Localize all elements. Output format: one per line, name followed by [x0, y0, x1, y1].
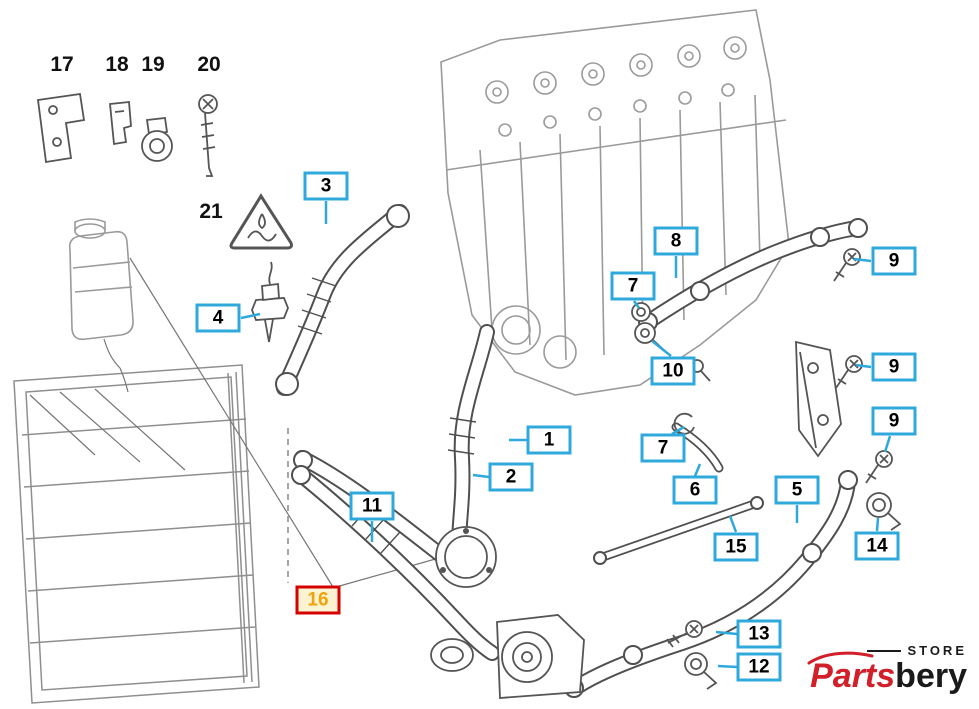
- clamp-part-12: [684, 652, 718, 690]
- radiator: [13, 364, 260, 704]
- expansion-tank: [68, 218, 134, 393]
- coolant-hoses: [275, 204, 868, 698]
- callout-15[interactable]: 15: [713, 532, 759, 562]
- circlip-part-7-lower: [673, 412, 695, 435]
- part-number-18: 18: [105, 53, 129, 76]
- part-number-20: 20: [197, 53, 221, 76]
- screw-part-9-bottom: [865, 450, 893, 484]
- connector-part-7-upper: [631, 302, 651, 322]
- grommet-part-19: [141, 117, 173, 162]
- callout-10[interactable]: 10: [650, 356, 696, 386]
- callout-8[interactable]: 8: [653, 226, 699, 256]
- callout-16-highlighted[interactable]: 16: [295, 585, 341, 615]
- temperature-sensor-part-4: [251, 261, 289, 343]
- water-pump: [430, 614, 585, 699]
- callout-14[interactable]: 14: [854, 531, 900, 561]
- brand-bery: bery: [895, 657, 967, 695]
- partsbery-logo: STORE Partsbery: [807, 643, 967, 695]
- callout-7-2[interactable]: 7: [640, 433, 686, 463]
- screw-part-9-top: [833, 248, 861, 282]
- bracket-part-17: [36, 92, 86, 164]
- screw-part-9-middle: [835, 355, 863, 389]
- callout-5[interactable]: 5: [774, 475, 820, 505]
- callout-9-3[interactable]: 9: [871, 406, 917, 436]
- callout-9[interactable]: 9: [871, 246, 917, 276]
- callout-12[interactable]: 12: [736, 652, 782, 682]
- store-line: [867, 649, 902, 652]
- callout-9-2[interactable]: 9: [871, 352, 917, 382]
- callout-7[interactable]: 7: [610, 271, 656, 301]
- stay-bracket: [795, 340, 842, 458]
- brand-swoosh: [807, 651, 874, 665]
- screw-part-20: [198, 94, 218, 177]
- store-wordmark: STORE: [810, 643, 967, 658]
- brand-parts: Parts: [810, 657, 896, 695]
- callout-13[interactable]: 13: [736, 619, 782, 649]
- callout-6[interactable]: 6: [672, 475, 718, 505]
- callout-11[interactable]: 11: [349, 491, 395, 521]
- callout-1[interactable]: 1: [526, 425, 572, 455]
- callout-3[interactable]: 3: [303, 171, 349, 201]
- callout-leader-lines: [240, 201, 892, 669]
- callout-2[interactable]: 2: [488, 462, 534, 492]
- bolt-part-13: [666, 620, 703, 648]
- highlight-pointer-line: [335, 555, 447, 588]
- store-text: STORE: [907, 643, 967, 658]
- brand-wordmark: Partsbery: [807, 651, 967, 695]
- clamp-part-14: [866, 492, 902, 531]
- callout-4[interactable]: 4: [195, 303, 241, 333]
- clip-part-18: [109, 101, 132, 146]
- warning-triangle-part-21: [229, 193, 293, 250]
- thermostat-housing: [435, 526, 497, 588]
- pointer-line: [129, 257, 334, 588]
- part-number-21: 21: [199, 200, 223, 223]
- part-number-17: 17: [50, 53, 74, 76]
- part-number-19: 19: [141, 53, 165, 76]
